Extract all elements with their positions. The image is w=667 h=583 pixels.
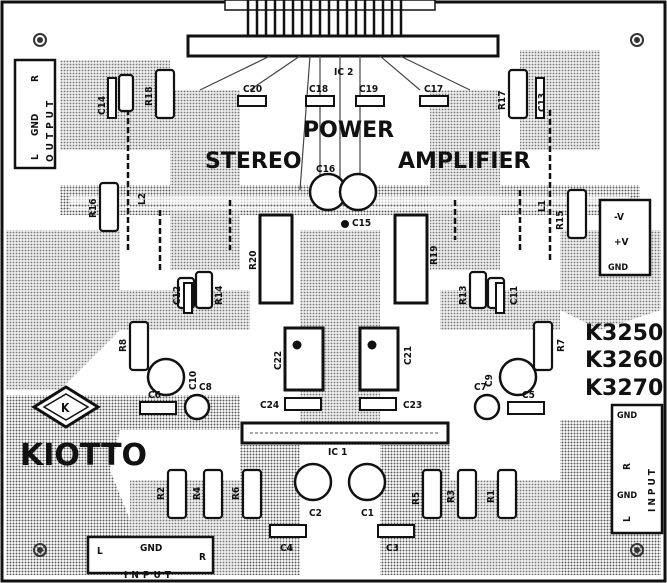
ic2-package (186, 0, 500, 191)
label-r3: R3 (446, 490, 457, 503)
label-c23: C23 (403, 400, 422, 411)
label-r2: R2 (156, 487, 167, 500)
mounting-holes (33, 33, 644, 557)
label-c18: C18 (309, 84, 328, 95)
title-stereo: STEREO (205, 149, 302, 174)
ic1-label: IC 1 (328, 447, 347, 458)
label-c10: C10 (188, 371, 199, 390)
label-c6: C6 (148, 390, 161, 401)
input-right-pin-gnd-1: GND (617, 411, 637, 421)
brand-name: KIOTTO (20, 438, 147, 473)
label-c14: C14 (97, 96, 108, 115)
input-right-pin-r: R (622, 463, 633, 470)
label-c1: C1 (361, 508, 374, 519)
title-power: POWER (303, 118, 394, 143)
output-connector-label: OUTPUT (45, 97, 56, 162)
label-c11: C11 (509, 286, 520, 305)
ic1-package (240, 421, 450, 445)
label-c12: C12 (172, 286, 183, 305)
label-c8: C8 (199, 382, 212, 393)
label-c17: C17 (424, 84, 443, 95)
label-c9: C9 (484, 374, 495, 387)
label-c2: C2 (309, 508, 322, 519)
model-number-2: K3260 (585, 348, 663, 373)
input-right-label: INPUT (647, 466, 658, 512)
electrolytic-capacitors (146, 172, 538, 502)
input-right-pin-gnd-2: GND (617, 491, 637, 501)
label-c3: C3 (386, 543, 399, 554)
label-r18: R18 (144, 87, 155, 106)
label-l1: L1 (537, 200, 548, 212)
label-c19: C19 (359, 84, 378, 95)
label-r6: R6 (231, 487, 242, 500)
label-c5: C5 (522, 390, 535, 401)
label-c15: C15 (352, 218, 371, 229)
output-pin-l: L (30, 154, 41, 160)
cap-pads (139, 95, 545, 538)
title-amplifier: AMPLIFIER (398, 149, 530, 174)
label-c21: C21 (403, 346, 414, 365)
film-capacitors (283, 326, 400, 392)
input-bottom-label: INPUT (124, 570, 175, 581)
output-pin-r: R (30, 75, 41, 82)
label-c22: C22 (273, 351, 284, 370)
input-bottom-pin-r: R (199, 552, 206, 563)
label-r4: R4 (192, 487, 203, 500)
label-r14: R14 (214, 286, 225, 305)
label-c16: C16 (316, 164, 335, 175)
resistor-bodies (98, 68, 588, 520)
label-c7: C7 (474, 382, 487, 393)
power-pin-plus-v: +V (614, 237, 629, 248)
label-l2: L2 (137, 193, 148, 205)
input-bottom-pin-gnd: GND (140, 543, 162, 554)
label-r8: R8 (118, 339, 129, 352)
small-capacitors (107, 77, 545, 314)
jumper-wires (126, 100, 552, 270)
input-bottom-pin-l: L (97, 546, 103, 557)
label-c20: C20 (243, 84, 262, 95)
label-r17: R17 (497, 91, 508, 110)
model-number-1: K3250 (585, 321, 663, 346)
label-r20: R20 (248, 251, 259, 270)
label-r15: R15 (555, 211, 566, 230)
logo-letter: K (61, 401, 70, 415)
model-number-3: K3270 (585, 376, 663, 401)
input-right-pin-l: L (622, 516, 633, 522)
label-r7: R7 (556, 339, 567, 352)
label-c4: C4 (280, 543, 293, 554)
label-c13: C13 (537, 93, 548, 112)
power-pin-minus-v: -V (614, 212, 624, 223)
label-c24: C24 (260, 400, 279, 411)
connector-blocks (13, 58, 664, 575)
label-r13: R13 (458, 286, 469, 305)
kiotto-logo (31, 385, 101, 429)
label-r19: R19 (429, 246, 440, 265)
power-pin-gnd: GND (608, 263, 628, 273)
power-resistors (258, 213, 429, 305)
label-r16: R16 (88, 199, 99, 218)
label-r1: R1 (486, 490, 497, 503)
label-r5: R5 (411, 492, 422, 505)
ic2-label: IC 2 (334, 67, 353, 78)
output-pin-gnd: GND (30, 114, 41, 136)
